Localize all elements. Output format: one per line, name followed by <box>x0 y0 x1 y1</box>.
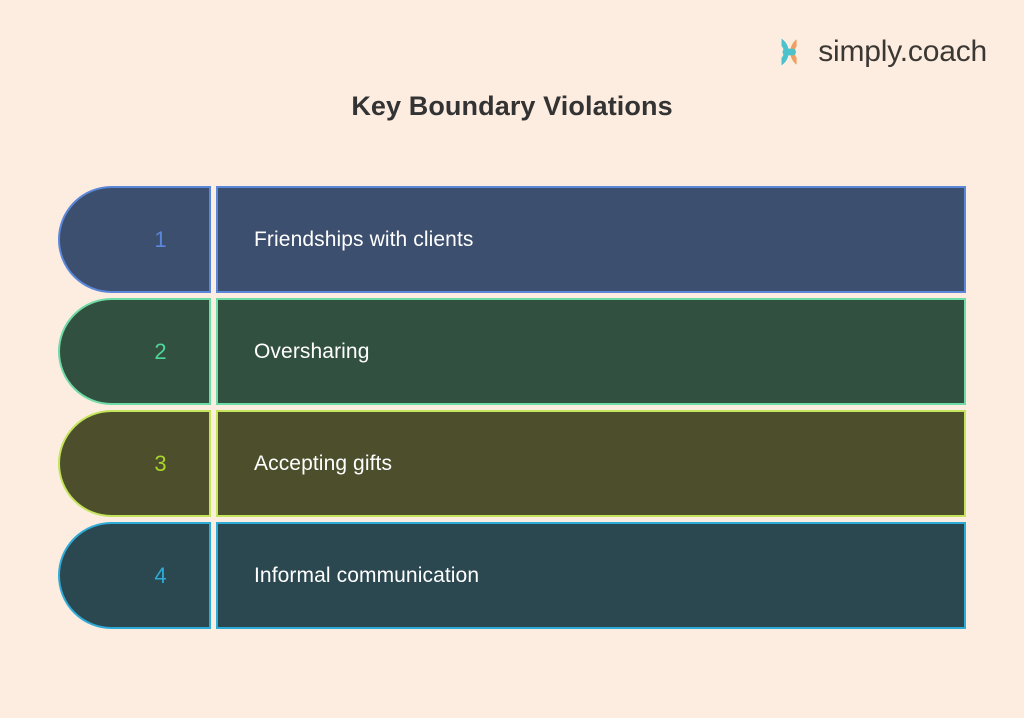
list-item: 4 Informal communication <box>58 522 966 629</box>
list-item: 3 Accepting gifts <box>58 410 966 517</box>
row-label-4: Informal communication <box>254 564 480 587</box>
row-number-3: 3 <box>154 450 167 476</box>
row-number-4: 4 <box>154 562 167 588</box>
row-label-box-2: Oversharing <box>216 298 966 405</box>
row-label-2: Oversharing <box>254 340 370 363</box>
simply-coach-logo-icon <box>781 38 797 66</box>
row-label-box-1: Friendships with clients <box>216 186 966 293</box>
row-label-box-3: Accepting gifts <box>216 410 966 517</box>
row-number-box-1: 1 <box>58 186 211 293</box>
brand-name: simply.coach <box>818 35 987 68</box>
row-number-box-2: 2 <box>58 298 211 405</box>
row-label-1: Friendships with clients <box>254 228 474 251</box>
page-title: Key Boundary Violations <box>351 91 673 121</box>
violations-list: 1 Friendships with clients 2 Oversharing… <box>58 186 966 629</box>
row-label-3: Accepting gifts <box>254 452 393 475</box>
row-number-1: 1 <box>154 226 167 252</box>
list-item: 2 Oversharing <box>58 298 966 405</box>
row-label-box-4: Informal communication <box>216 522 966 629</box>
row-number-2: 2 <box>154 338 167 364</box>
row-number-box-4: 4 <box>58 522 211 629</box>
list-item: 1 Friendships with clients <box>58 186 966 293</box>
row-number-box-3: 3 <box>58 410 211 517</box>
brand-logo: simply.coach <box>767 32 987 72</box>
